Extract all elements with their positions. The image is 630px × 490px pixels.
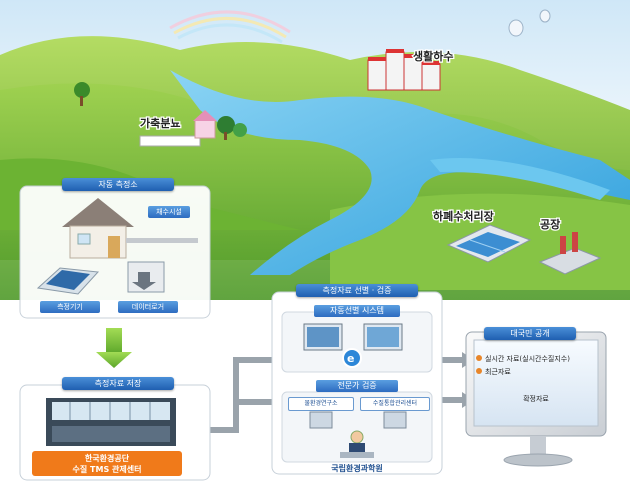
landscape <box>0 0 630 300</box>
public-item-confirmed: 확정자료 <box>523 395 549 403</box>
label-sewage: 생활하수 <box>413 49 453 63</box>
public-header: 대국민 공개 <box>484 327 576 340</box>
auto-system-label: 자동선별 시스템 <box>314 305 400 317</box>
monitors-icon: e <box>303 323 403 368</box>
control-center-photo <box>46 398 176 446</box>
public-item-realtime: 실시간 자료(실시간수질지수) <box>485 355 570 363</box>
factory-icon <box>538 232 602 275</box>
label-factory: 공장 <box>540 217 560 231</box>
svg-text:e: e <box>347 352 354 365</box>
data-storage-header: 측정자료 저장 <box>62 377 174 390</box>
expert-label: 전문가 검증 <box>316 380 398 392</box>
data-logger-icon <box>127 261 165 293</box>
verification-header: 측정자료 선별 · 검증 <box>296 284 418 297</box>
facility-label: 채수시설 <box>148 206 190 218</box>
institute-buildings-icon <box>309 411 407 429</box>
device2-label: 데이터로거 <box>118 301 178 313</box>
measuring-device-icon <box>36 267 100 295</box>
label-livestock: 가축분뇨 <box>140 116 180 130</box>
control-center-banner <box>32 451 182 476</box>
public-item-recent: 최근자료 <box>485 368 511 376</box>
nier-label: 국립환경과학원 <box>331 464 383 473</box>
public-monitor-icon <box>465 331 607 467</box>
wastewater-plant-icon <box>446 224 532 263</box>
institute1-label: 물환경연구소 <box>288 397 354 411</box>
green-down-arrow <box>96 328 132 368</box>
label-wastewater-plant: 하폐수처리장 <box>433 209 494 223</box>
institute2-label: 수질통합관리센터 <box>360 397 430 411</box>
apartment-buildings-icon <box>367 49 441 91</box>
control-center-line2: 수질 TMS 관제센터 <box>72 465 142 474</box>
device1-label: 측정기기 <box>40 301 100 313</box>
control-center-line1: 한국환경공단 <box>84 454 130 463</box>
expert-person-icon <box>340 430 374 458</box>
auto-station-header: 자동 측정소 <box>62 178 174 191</box>
trees-icon <box>74 82 247 140</box>
house-icon <box>62 198 198 259</box>
farm-icon <box>139 110 217 147</box>
